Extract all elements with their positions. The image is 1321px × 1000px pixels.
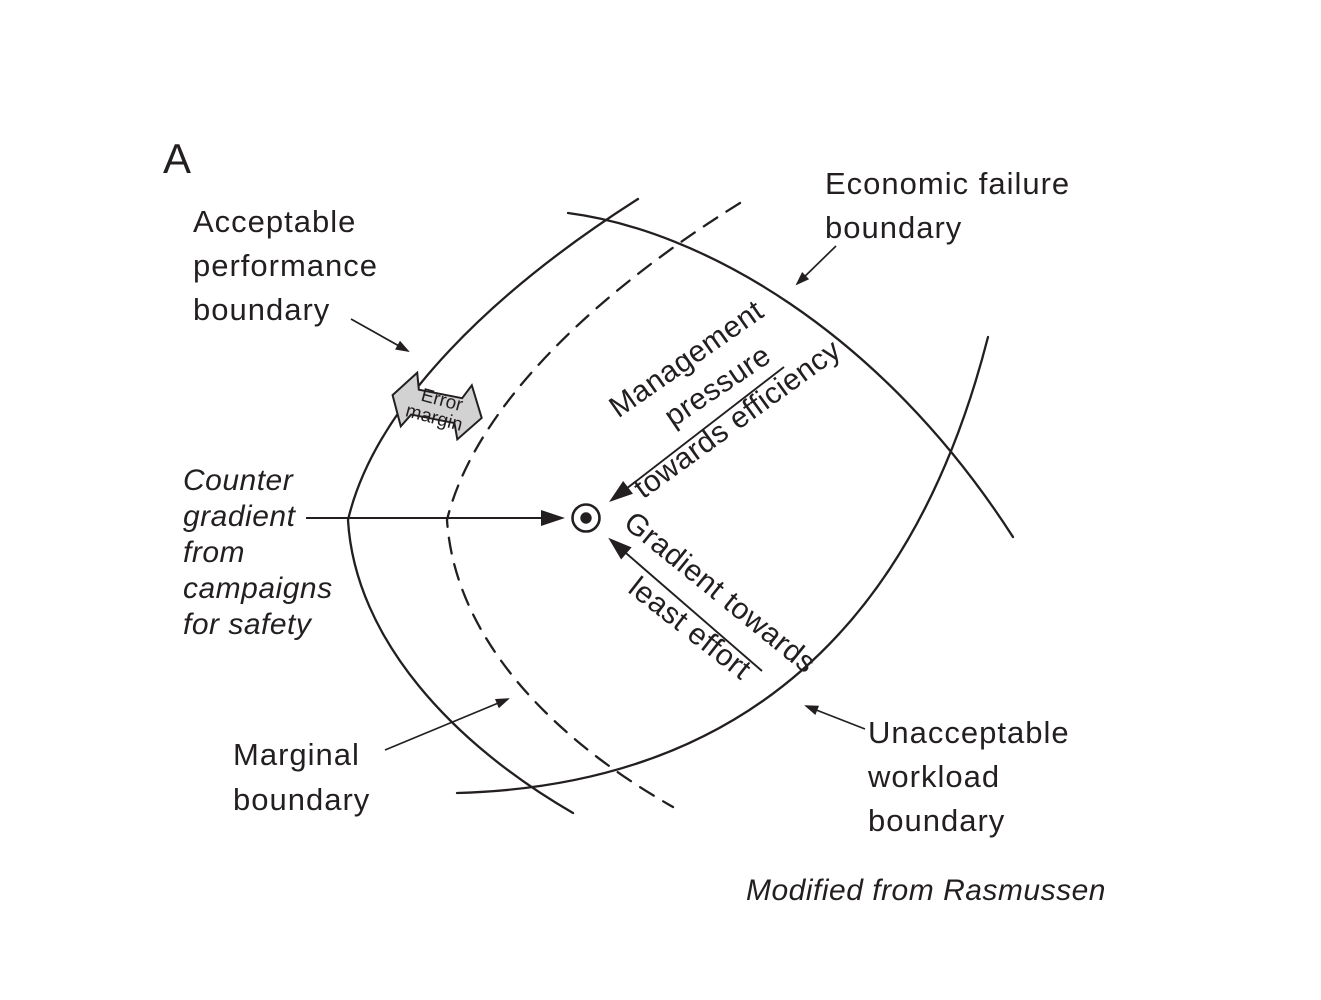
error-margin-badge: Error margin [391,370,483,442]
economic-label-line2: boundary [825,210,962,245]
boundary-curves [346,197,1015,815]
counter-gradient-line1: Counter [183,464,294,497]
least-effort-arrow [608,537,763,672]
unacceptable-workload-curve [455,335,990,795]
unacceptable-label-line2: workload [867,759,1000,794]
marginal-pointer-arrow [384,698,510,751]
economic-failure-boundary-label: Economic failure boundary [825,166,1070,245]
pointer-arrows [350,245,866,751]
acceptable-pointer-arrow [350,318,410,352]
marginal-label-line1: Marginal [233,737,360,772]
acceptable-performance-curve [346,197,640,815]
marginal-boundary-label: Marginal boundary [233,737,370,817]
unacceptable-workload-boundary-label: Unacceptable workload boundary [867,715,1070,838]
operating-point-marker [571,503,601,533]
counter-gradient-line2: gradient [183,500,297,533]
management-pressure-arrow [609,366,785,503]
counter-gradient-label: Counter gradient from campaigns for safe… [183,464,333,641]
marginal-boundary-curve [445,201,742,809]
acceptable-label-line1: Acceptable [193,204,356,239]
gradient-arrows [306,366,785,672]
error-margin-badge-shape [391,370,483,442]
economic-failure-curve [566,211,1015,539]
operating-point-inner-dot [580,512,592,524]
unacceptable-label-line1: Unacceptable [868,715,1070,750]
unacceptable-label-line3: boundary [868,803,1005,838]
economic-pointer-arrow [795,245,837,286]
acceptable-label-line2: performance [193,248,378,283]
unacceptable-pointer-arrow [804,705,866,730]
counter-gradient-line3: from [183,536,245,569]
marginal-label-line2: boundary [233,782,370,817]
acceptable-performance-boundary-label: Acceptable performance boundary [193,204,378,327]
counter-gradient-line5: for safety [183,608,313,641]
least-effort-label: Gradient towards least effort [618,505,823,686]
panel-label: A [163,135,191,182]
economic-label-line1: Economic failure [825,166,1070,201]
counter-gradient-line4: campaigns [183,572,333,605]
acceptable-label-line3: boundary [193,292,330,327]
credit-label: Modified from Rasmussen [746,874,1106,907]
management-pressure-label: Management pressure towards efficiency [603,294,847,505]
